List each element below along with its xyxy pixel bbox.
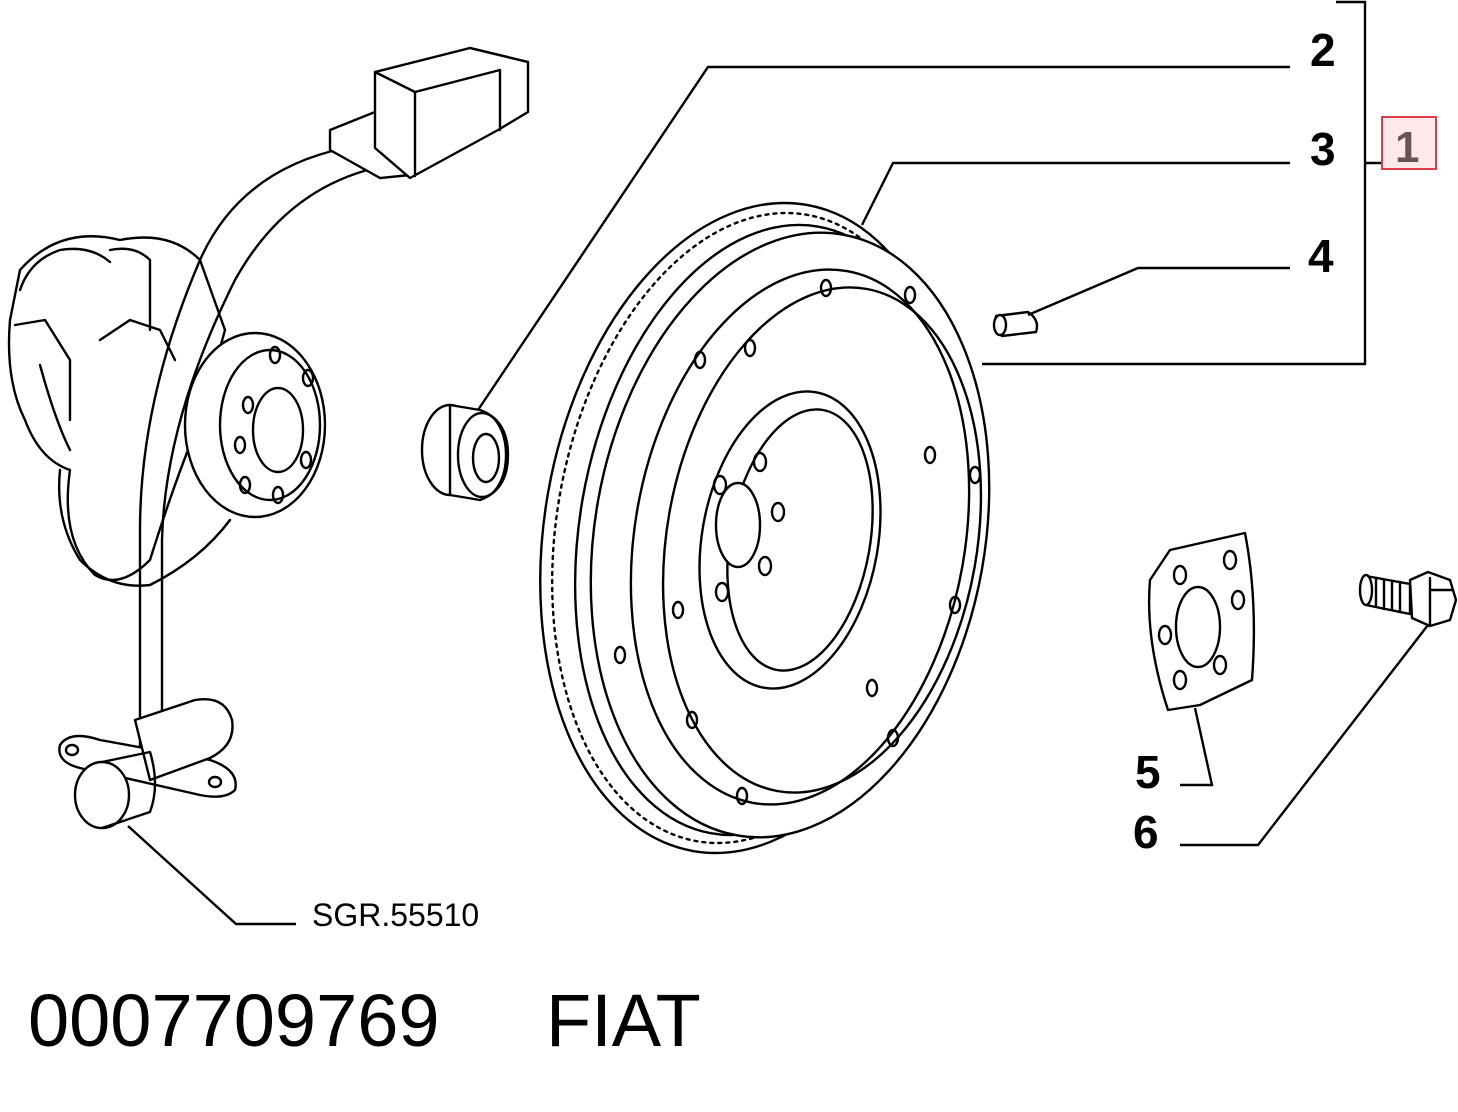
sensor-cable: [138, 146, 347, 762]
leader-ref: [127, 825, 296, 926]
part-3-flywheel: [539, 201, 991, 855]
leader-4: [1027, 266, 1290, 317]
crankshaft-sensor-assembly: [7, 46, 530, 830]
callout-2[interactable]: 2: [1310, 24, 1336, 76]
sensor-body: [133, 698, 234, 782]
leader-3: [860, 161, 1290, 226]
flywheel-center-bore: [714, 481, 762, 569]
reference-label: SGR.55510: [312, 897, 479, 933]
crankshaft-web: [7, 235, 227, 582]
group-bracket: [982, 0, 1367, 366]
crankshaft-web-detail: [13, 247, 177, 452]
leader-6: [1180, 624, 1429, 847]
part-5-bolt-plate: [1147, 531, 1256, 712]
brand-name: FIAT: [546, 979, 701, 1062]
highlight-box-1: [1381, 116, 1437, 170]
part-6-bolt: [1358, 570, 1458, 628]
callout-3[interactable]: 3: [1310, 123, 1336, 175]
part-4-dowel-pin: [992, 310, 1039, 338]
leader-5: [1180, 707, 1214, 787]
callout-1[interactable]: 1: [1395, 123, 1419, 172]
part-2-pilot-bushing: [420, 403, 510, 502]
callout-6[interactable]: 6: [1133, 806, 1159, 858]
sensor-head: [73, 760, 131, 830]
leader-2: [477, 65, 1290, 411]
part-number: 0007709769: [28, 979, 440, 1062]
callout-5[interactable]: 5: [1135, 746, 1161, 798]
leader-lines: [127, 0, 1429, 926]
counterweight: [58, 468, 232, 587]
crank-flange-bore: [251, 386, 305, 474]
callout-4[interactable]: 4: [1308, 230, 1334, 282]
